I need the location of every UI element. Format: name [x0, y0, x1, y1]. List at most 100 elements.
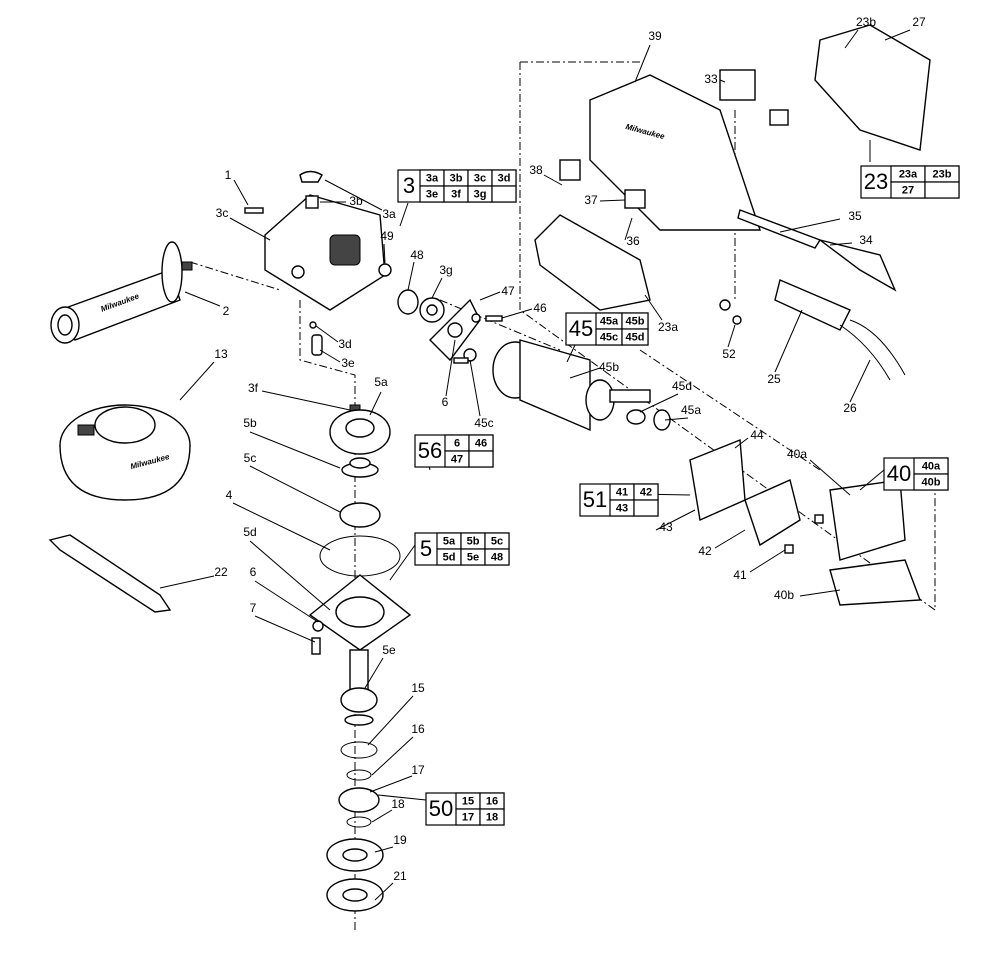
callout-label: 45b — [599, 360, 619, 374]
callout-label: 3a — [382, 207, 396, 221]
callout-label: 19 — [393, 833, 407, 847]
kit-cell — [621, 328, 649, 346]
kit-cell — [468, 450, 494, 468]
wheel-guard: Milwaukee — [59, 404, 191, 501]
spindle-stack — [308, 409, 412, 912]
motor-housing: Milwaukee — [534, 24, 931, 311]
kit-cell-label: 43 — [616, 502, 628, 514]
callout-label: 40b — [774, 588, 794, 602]
callout-label: 3e — [341, 356, 355, 370]
brush-holders — [689, 438, 921, 606]
kit-cell-label: 3d — [498, 172, 511, 184]
kit-number: 56 — [418, 438, 442, 463]
callout-label: 5b — [243, 416, 257, 430]
kit-cell-label: 3f — [451, 188, 461, 200]
kit-box-45: 45 45a 45b 45c 45d — [565, 312, 649, 346]
kit-cell-label: 23b — [933, 168, 952, 180]
kit-cell — [924, 181, 960, 199]
callout-label: 5c — [244, 451, 257, 465]
callout-label: 36 — [626, 234, 640, 248]
kit-cell-label: 5c — [491, 535, 503, 547]
callout-label: 3g — [439, 263, 452, 277]
kit-cell-label: 45c — [600, 331, 618, 343]
kit-number: 51 — [583, 487, 607, 512]
spanner-wrench — [48, 534, 172, 613]
kit-cell-label: 47 — [451, 453, 463, 465]
callout-label: 49 — [380, 229, 394, 243]
kit-cell-label: 48 — [491, 551, 503, 563]
kit-cell-label: 5d — [443, 551, 456, 563]
kit-cell-label: 5a — [443, 535, 456, 547]
callout-label: 5e — [382, 643, 396, 657]
callout-label: 4 — [226, 488, 233, 502]
kit-cell-label: 46 — [475, 437, 487, 449]
kit-cell-label: 3b — [450, 172, 463, 184]
kit-cell — [913, 473, 949, 491]
callout-label: 39 — [648, 29, 662, 43]
callout-label: 47 — [501, 284, 515, 298]
callout-label: 23a — [658, 320, 678, 334]
callout-label: 5d — [243, 525, 256, 539]
kit-cell-label: 5e — [467, 551, 479, 563]
callout-label: 41 — [733, 568, 747, 582]
callout-label: 23b — [856, 15, 876, 29]
kit-number: 40 — [887, 461, 911, 486]
callout-label: 13 — [214, 347, 228, 361]
kit-cell-label: 45b — [626, 315, 645, 327]
callout-label: 15 — [411, 681, 425, 695]
callout-label: 3d — [338, 337, 351, 351]
callout-label: 6 — [250, 565, 257, 579]
kit-cell-label: 45a — [600, 315, 619, 327]
leader-lines — [159, 29, 911, 901]
kit-number: 5 — [420, 536, 432, 561]
kit-cell-label: 40a — [922, 460, 941, 472]
kit-cell-label: 16 — [486, 795, 498, 807]
kit-cell-label: 18 — [486, 811, 498, 823]
kit-box-56: 56 6 46 47 — [414, 434, 494, 468]
gear-case — [244, 170, 386, 311]
kit-cell-label: 3a — [426, 172, 439, 184]
kit-cell-label: 6 — [454, 437, 460, 449]
callout-label: 48 — [410, 248, 424, 262]
kit-cell-label: 42 — [640, 486, 652, 498]
armature — [492, 339, 671, 432]
callout-label: 3c — [216, 206, 229, 220]
callout-label: 27 — [912, 15, 926, 29]
callout-label: 34 — [859, 233, 873, 247]
kit-box-50: 50 15 16 17 18 — [425, 792, 505, 826]
callout-label: 1 — [225, 168, 232, 182]
kit-number: 3 — [403, 173, 415, 198]
kit-cell — [633, 499, 659, 517]
kit-cell-label: 15 — [462, 795, 474, 807]
callout-label: 6 — [442, 395, 449, 409]
callout-label: 33 — [704, 72, 718, 86]
kit-number: 23 — [864, 169, 888, 194]
parts: Milwaukee Milwaukee — [48, 24, 931, 912]
assembly-lines — [189, 61, 936, 930]
kit-box-51: 51 41 42 43 — [579, 483, 659, 517]
kit-cell-label: 23a — [899, 168, 918, 180]
callout-label: 26 — [843, 401, 857, 415]
kit-cell — [484, 548, 510, 566]
callout-label: 16 — [411, 722, 425, 736]
kit-cell — [479, 808, 505, 826]
callout-label: 25 — [767, 372, 781, 386]
callout-label: 52 — [722, 347, 736, 361]
kit-cell-label: 45d — [626, 331, 645, 343]
kit-cell-label: 3c — [474, 172, 486, 184]
callout-labels: 1 2 3c 3a 3b 49 48 3g 47 46 3d 3e 13 3f … — [214, 15, 926, 883]
kit-cell-label: 17 — [462, 811, 474, 823]
kit-box-40: 40 40a 40b — [883, 457, 949, 491]
callout-label: 42 — [698, 544, 712, 558]
kit-number: 50 — [429, 796, 453, 821]
callout-label: 46 — [533, 301, 547, 315]
kit-number: 45 — [569, 316, 593, 341]
callout-label: 38 — [529, 163, 543, 177]
kit-cell-label: 41 — [616, 486, 628, 498]
kit-cell-label: 40b — [922, 476, 941, 488]
